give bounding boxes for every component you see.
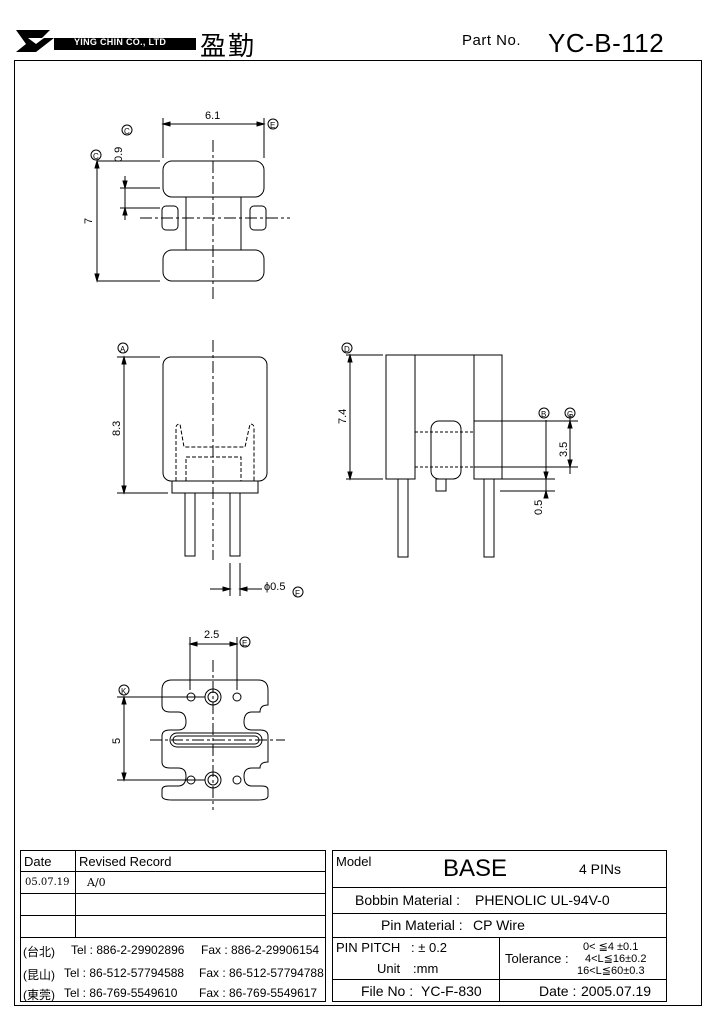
rev-col-record: Revised Record (79, 854, 172, 869)
model-label: Model (336, 854, 372, 869)
dim-top-flange: 0.9 (113, 147, 125, 162)
contact-tel: Tel : 86-769-5549610 (64, 986, 178, 1000)
tolerance-row: 4<L≦16±0.2 (585, 953, 647, 965)
company-logo: YING CHIN CO., LTD (14, 28, 196, 54)
date-label: Date : (539, 983, 577, 999)
company-name-cjk: 盈勤 (200, 32, 257, 62)
part-no-label: Part No. (462, 32, 522, 49)
pin-material-value: CP Wire (473, 917, 525, 933)
drawing-frame (14, 60, 702, 1006)
tolerance-row: 16<L≦60±0.3 (577, 965, 645, 977)
logo-mark-icon (16, 30, 54, 52)
rev-date: 05.07.19 (25, 877, 70, 888)
tolerance-row: 0< ≦4 ±0.1 (583, 941, 639, 953)
contact-fax: Fax : 86-512-57794788 (199, 966, 324, 980)
marker-k: K (121, 687, 127, 696)
file-label: File No : (361, 983, 414, 999)
rev-divider (75, 851, 76, 938)
marker-e: E (270, 121, 275, 130)
dim-top-width: 6.1 (205, 110, 220, 122)
bobbin-label: Bobbin Material : (355, 892, 461, 908)
unit-value: :mm (413, 961, 439, 976)
rev-col-date: Date (24, 854, 52, 869)
contact-city: (東莞) (23, 988, 55, 1002)
marker-c-2: C (93, 152, 99, 161)
front-view: 8.3 A ϕ0.5 F (111, 340, 304, 598)
marker-f: F (295, 589, 300, 598)
contact-fax: Fax : 886-2-29906154 (201, 943, 320, 957)
contact-tel: Tel : 86-512-57794588 (64, 966, 185, 980)
pitch-label: PIN PITCH (336, 940, 401, 955)
date-value: 2005.07.19 (581, 983, 652, 999)
dim-bottom-span: 5 (111, 738, 123, 744)
logo-bar (54, 38, 196, 50)
marker-a: A (120, 345, 126, 354)
revision-empty-row (21, 916, 325, 938)
revision-empty-row (21, 894, 325, 916)
pitch-value: : ± 0.2 (411, 940, 448, 955)
company-name-en: YING CHIN CO., LTD (74, 37, 167, 47)
dim-side-pin-len: 0.5 (533, 500, 545, 515)
model-value: BASE (443, 855, 508, 882)
rev-record: A/0 (87, 876, 106, 889)
unit-label: Unit (377, 961, 401, 976)
part-no: YC-B-112 (548, 28, 665, 58)
pin-count: 4 PINs (579, 861, 622, 877)
revision-row: 05.07.19 A/0 (21, 872, 325, 894)
dim-top-height: 7 (83, 218, 95, 224)
contact-fax: Fax : 86-769-5549617 (199, 986, 318, 1000)
pin-material-label: Pin Material : (381, 917, 463, 933)
dim-pin-dia: ϕ0.5 (264, 581, 285, 593)
revision-table: Date Revised Record 05.07.19 A/0 (台北) Te… (20, 850, 326, 1002)
marker-g: G (567, 410, 573, 419)
info-table: Model BASE 4 PINs Bobbin Material : PHEN… (332, 850, 667, 1002)
dim-side-height: 7.4 (337, 409, 349, 424)
bobbin-value: PHENOLIC UL-94V-0 (475, 892, 610, 908)
bottom-view: 2.5 E 5 K (111, 629, 285, 810)
side-view: 7.4 D 3.5 0.5 B G (337, 342, 578, 558)
dim-side-pin-spacing: 3.5 (558, 442, 570, 457)
dim-front-height: 8.3 (111, 421, 123, 436)
marker-b: B (541, 410, 546, 419)
marker-d: D (344, 345, 350, 354)
contact-tel: Tel : 886-2-29902896 (71, 943, 185, 957)
revision-header-row: Date Revised Record (21, 851, 325, 872)
file-value: YC-F-830 (421, 983, 482, 999)
marker-c: C (124, 127, 130, 136)
contact-city: (昆山) (23, 968, 55, 982)
marker-e-2: E (242, 639, 247, 648)
dim-bottom-pitch: 2.5 (204, 629, 219, 641)
top-view: 6.1 7 0.9 C C E (83, 110, 290, 300)
contact-city: (台北) (23, 945, 55, 959)
tolerance-label: Tolerance : (505, 951, 569, 966)
